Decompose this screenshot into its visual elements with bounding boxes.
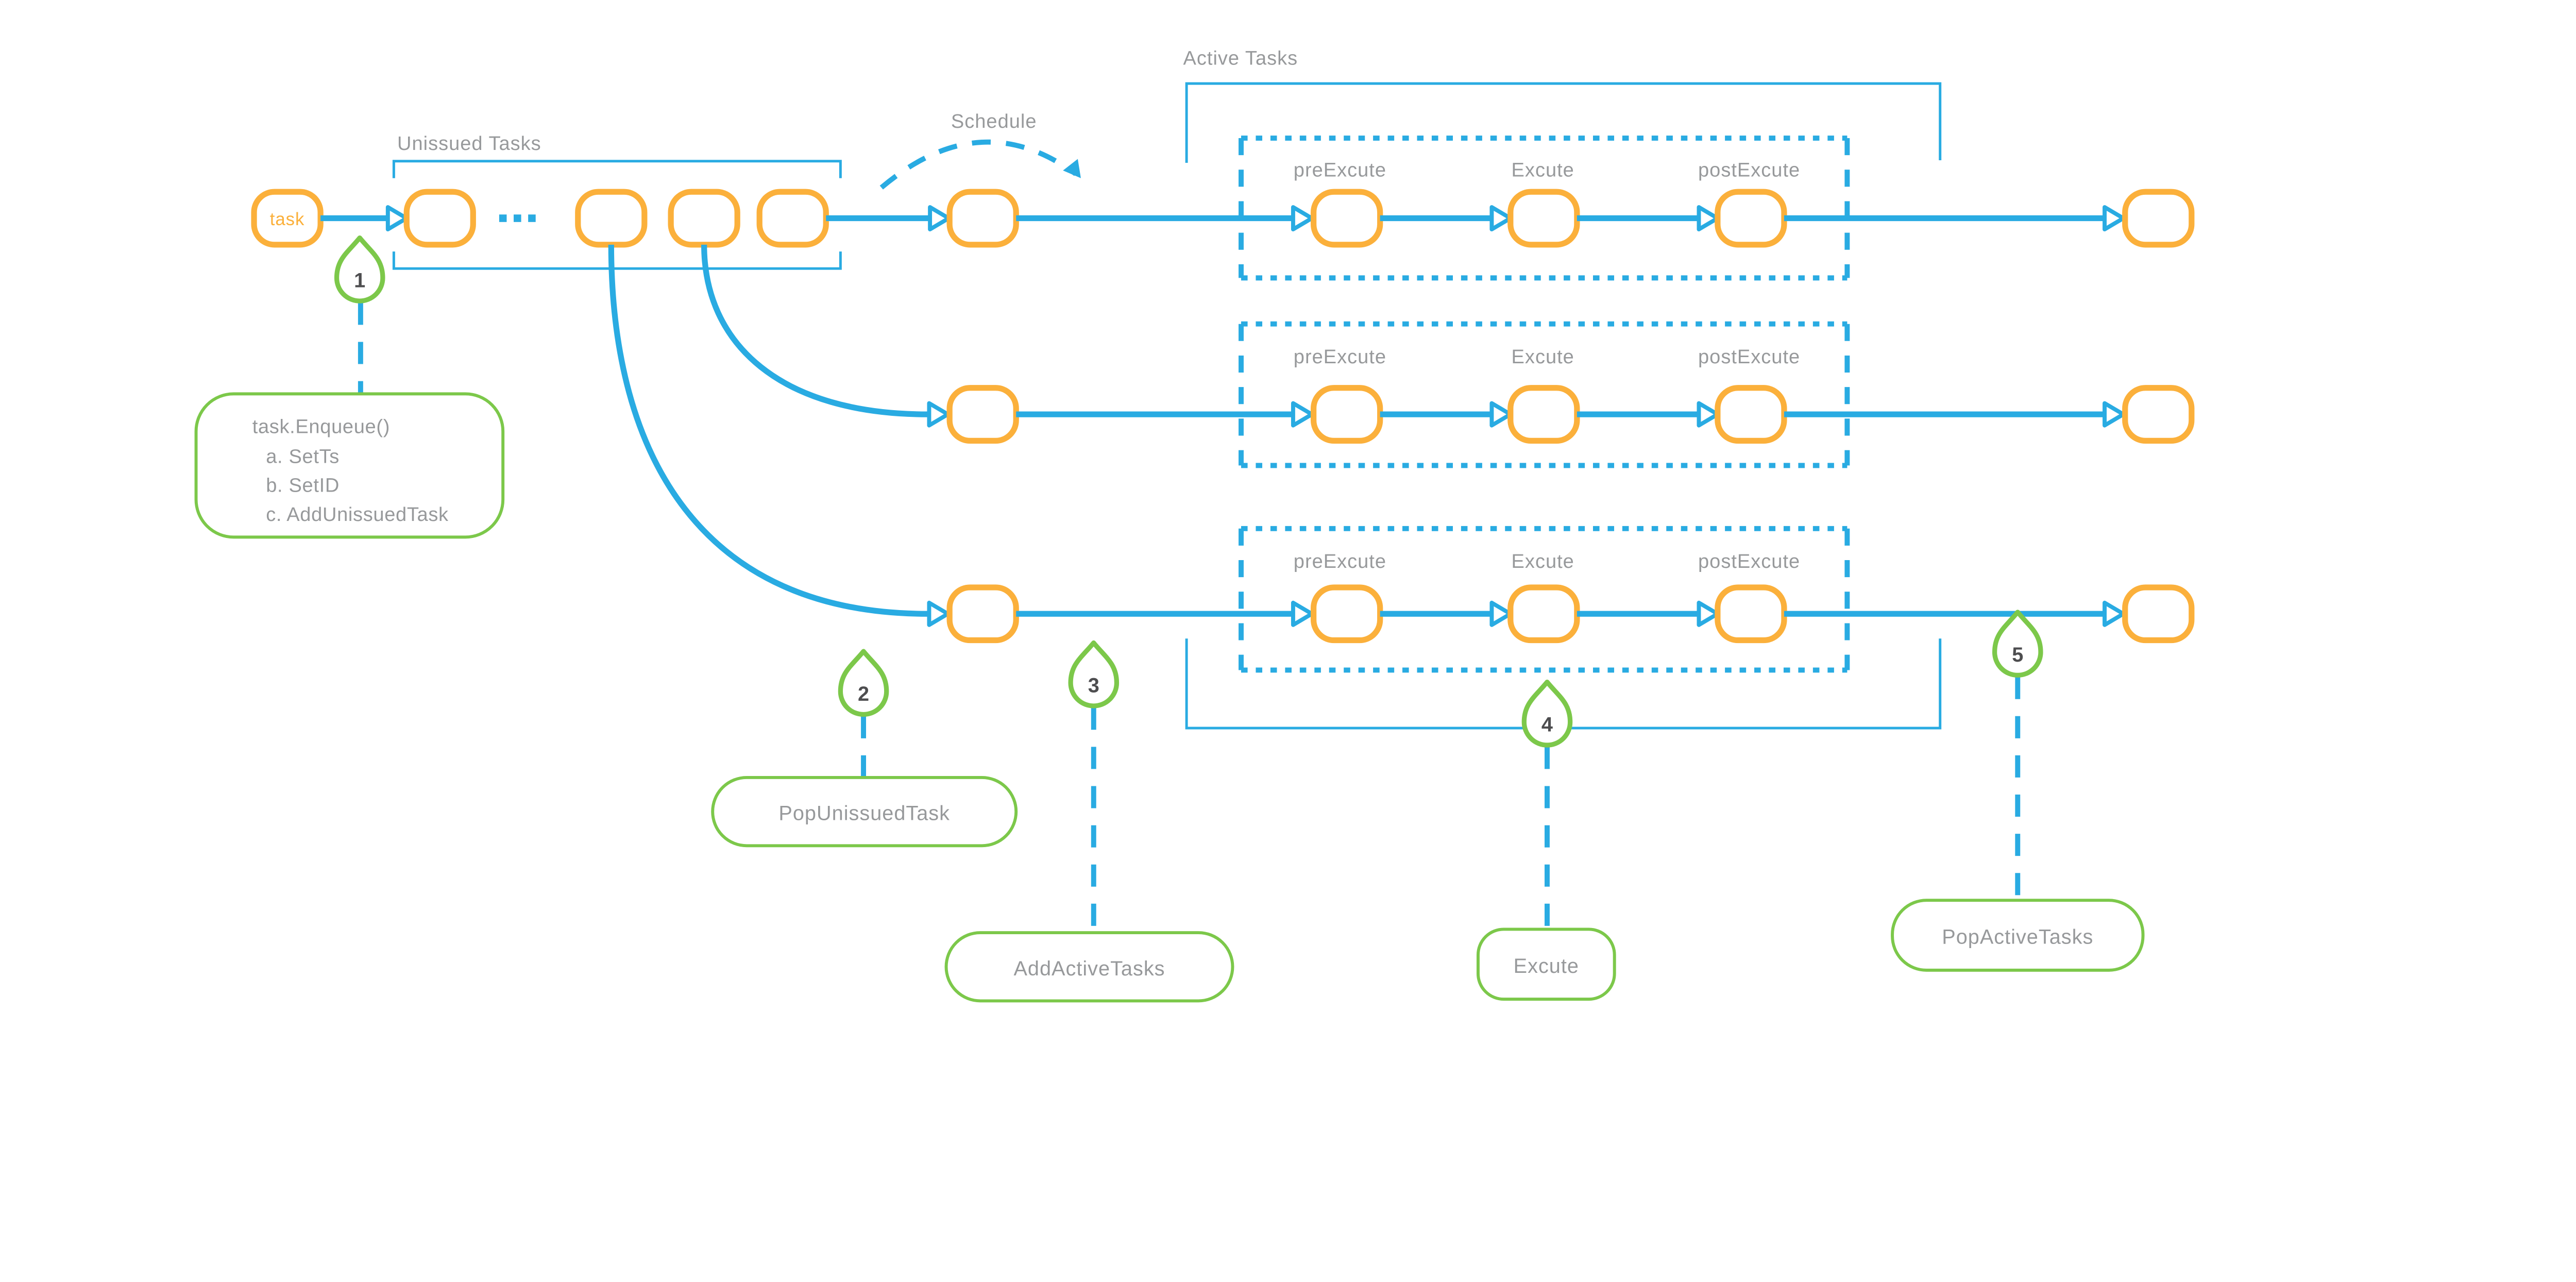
pin-icon bbox=[334, 235, 385, 303]
annotation-step: c. AddUnissuedTask bbox=[266, 504, 449, 526]
post-excute-node bbox=[1715, 584, 1787, 644]
unissued-node-1 bbox=[403, 189, 476, 248]
unissued-node-3 bbox=[668, 189, 740, 248]
active-tasks-label: Active Tasks bbox=[1183, 48, 1298, 70]
arrowhead-icon bbox=[1697, 401, 1720, 428]
scheduled-node bbox=[946, 385, 1019, 444]
arrowhead-icon bbox=[928, 205, 951, 232]
scheduled-node bbox=[946, 584, 1019, 644]
arrowhead-icon bbox=[927, 600, 950, 627]
unissued-bracket-top bbox=[392, 160, 842, 178]
ellipsis-dot bbox=[499, 214, 507, 222]
unissued-node-4 bbox=[756, 189, 829, 248]
marker-number: 1 bbox=[354, 269, 365, 292]
arrowhead-icon bbox=[2103, 600, 2126, 627]
marker-4: 4 Excute bbox=[1476, 679, 1616, 1001]
excute-node bbox=[1507, 385, 1580, 444]
worker-row-3: preExcute Excute postExcute bbox=[946, 526, 2195, 673]
post-excute-node bbox=[1715, 385, 1787, 444]
excute-label: Excute bbox=[1512, 159, 1574, 181]
arrowhead-icon bbox=[385, 205, 409, 232]
pre-excute-label: preExcute bbox=[1294, 346, 1386, 368]
post-excute-node bbox=[1715, 189, 1787, 248]
unissued-tasks-label: Unissued Tasks bbox=[397, 133, 541, 155]
done-node bbox=[2122, 189, 2195, 248]
ellipsis-dot bbox=[514, 214, 521, 222]
pop-to-row3-curve bbox=[608, 244, 928, 617]
pop-to-row2-curve bbox=[701, 244, 928, 417]
annotation-title: PopActiveTasks bbox=[1942, 926, 2093, 949]
post-excute-label: postExcute bbox=[1698, 551, 1800, 572]
pre-excute-label: preExcute bbox=[1294, 551, 1386, 572]
scheduled-node bbox=[946, 189, 1019, 248]
annotation-title: Excute bbox=[1514, 955, 1579, 977]
pre-excute-node bbox=[1311, 584, 1383, 644]
annotation-box bbox=[194, 392, 505, 539]
annotation-title: PopUnissuedTask bbox=[778, 802, 950, 825]
pin-icon bbox=[1521, 679, 1573, 748]
pin-icon bbox=[1992, 610, 2043, 678]
arrowhead-icon bbox=[1489, 205, 1513, 232]
pre-excute-label: preExcute bbox=[1294, 159, 1386, 181]
annotation-step: b. SetID bbox=[266, 475, 340, 497]
excute-label: Excute bbox=[1512, 346, 1574, 368]
arrowhead-icon bbox=[1697, 600, 1720, 627]
marker-3: 3 AddActiveTasks bbox=[944, 640, 1234, 1003]
annotation-box bbox=[1891, 899, 2145, 972]
ellipsis-dot bbox=[528, 214, 536, 222]
arrowhead-icon bbox=[1697, 205, 1720, 232]
excute-label: Excute bbox=[1512, 551, 1574, 572]
annotation-box bbox=[711, 775, 1018, 848]
arrowhead-icon bbox=[1489, 600, 1513, 627]
arrowhead-icon bbox=[1291, 401, 1314, 428]
diagram-canvas: Unissued Tasks Schedule Active Tasks tas… bbox=[194, 47, 2195, 1003]
excute-node bbox=[1507, 584, 1580, 644]
pin-icon bbox=[1068, 640, 1120, 709]
task-scheduler-diagram: Unissued Tasks Schedule Active Tasks tas… bbox=[194, 47, 2195, 1003]
arrowhead-icon bbox=[2103, 205, 2126, 232]
schedule-label: Schedule bbox=[951, 111, 1037, 132]
excute-node bbox=[1507, 189, 1580, 248]
arrowhead-icon bbox=[2103, 401, 2126, 428]
marker-2: 2 PopUnissuedTask bbox=[711, 649, 1018, 848]
post-excute-label: postExcute bbox=[1698, 346, 1800, 368]
done-node bbox=[2122, 584, 2195, 644]
pre-excute-node bbox=[1311, 189, 1383, 248]
worker-row-1: preExcute Excute postExcute bbox=[946, 136, 2195, 281]
unissued-node-2 bbox=[575, 189, 648, 248]
annotation-title: task.Enqueue() bbox=[252, 416, 390, 438]
marker-number: 3 bbox=[1088, 674, 1099, 697]
worker-row-2: preExcute Excute postExcute bbox=[946, 321, 2195, 468]
unissued-bracket-bottom bbox=[392, 251, 842, 270]
marker-5: 5 PopActiveTasks bbox=[1891, 610, 2145, 972]
marker-number: 4 bbox=[1541, 714, 1553, 736]
arrowhead-icon bbox=[927, 401, 950, 428]
schedule-arrowhead-icon bbox=[1063, 159, 1081, 178]
marker-number: 2 bbox=[858, 683, 869, 705]
arrowhead-icon bbox=[1291, 600, 1314, 627]
annotation-step: a. SetTs bbox=[266, 446, 340, 467]
arrowhead-icon bbox=[1291, 205, 1314, 232]
annotation-box bbox=[1476, 927, 1616, 1001]
arrowhead-icon bbox=[1489, 401, 1513, 428]
annotation-title: AddActiveTasks bbox=[1013, 957, 1165, 980]
pre-excute-node bbox=[1311, 385, 1383, 444]
done-node bbox=[2122, 385, 2195, 444]
post-excute-label: postExcute bbox=[1698, 159, 1800, 181]
task-node-label: task bbox=[270, 210, 305, 229]
pin-icon bbox=[838, 649, 889, 717]
marker-number: 5 bbox=[2012, 644, 2023, 666]
schedule-arc bbox=[879, 139, 1077, 190]
active-tasks-bracket-top bbox=[1185, 82, 1942, 163]
marker-1: 1 task.Enqueue() a. SetTs b. SetID c. Ad… bbox=[194, 235, 505, 539]
annotation-box bbox=[944, 931, 1234, 1003]
